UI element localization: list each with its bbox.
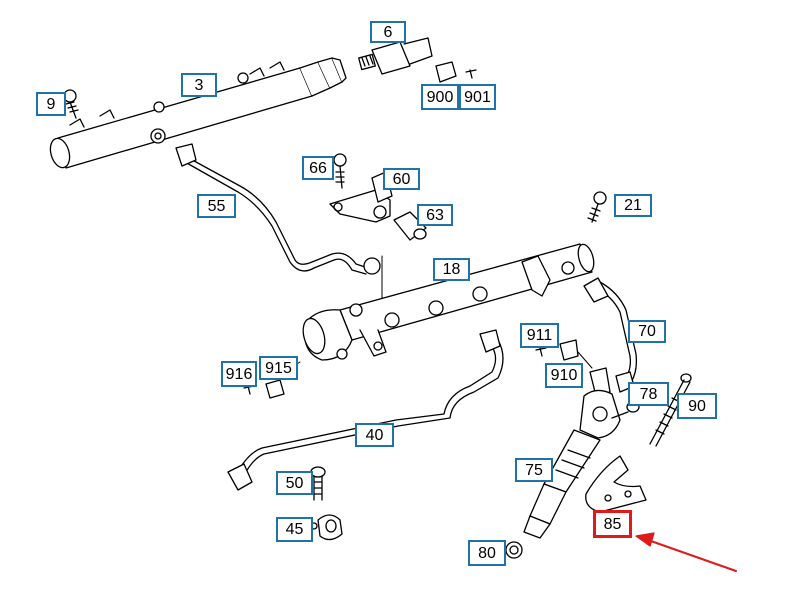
callout-21[interactable]: 21 [614,194,652,217]
fuel-line-55 [175,143,383,321]
callout-910[interactable]: 910 [545,363,583,388]
callout-85-highlighted[interactable]: 85 [593,510,632,538]
clamp-85 [585,455,647,513]
callout-78[interactable]: 78 [628,382,669,406]
bolt-50 [310,466,326,501]
callout-911[interactable]: 911 [520,323,559,348]
bracket-60 [329,171,393,223]
highlight-arrow [635,532,737,572]
bolt-90 [649,373,692,447]
seal-911-910 [535,339,593,369]
callout-70[interactable]: 70 [628,320,666,343]
callout-900[interactable]: 900 [421,84,459,110]
callout-3[interactable]: 3 [181,73,217,97]
callout-55[interactable]: 55 [197,194,236,218]
callout-6[interactable]: 6 [370,21,406,43]
washer-80 [505,541,523,559]
callout-60[interactable]: 60 [383,168,420,190]
pressure-sensor [358,37,433,75]
callout-75[interactable]: 75 [515,458,553,482]
injector-75 [523,367,629,539]
callout-40[interactable]: 40 [355,423,394,447]
callout-66[interactable]: 66 [302,156,334,180]
upper-fuel-rail [49,57,347,169]
fuel-line-40 [227,329,504,491]
callout-90[interactable]: 90 [677,393,717,419]
callout-18[interactable]: 18 [433,258,470,281]
seal-900-901 [435,61,477,83]
bolt-66 [333,153,347,189]
damper-63 [393,211,427,241]
callout-901[interactable]: 901 [459,84,496,110]
lower-fuel-rail [302,243,595,361]
callout-80[interactable]: 80 [468,540,506,566]
callout-50[interactable]: 50 [276,471,313,495]
callout-45[interactable]: 45 [276,517,313,542]
callout-915[interactable]: 915 [259,356,298,380]
callout-9[interactable]: 9 [36,92,66,116]
bolt-9 [63,89,79,119]
bolt-21 [587,191,607,223]
grommet-45 [310,514,343,541]
callout-916[interactable]: 916 [221,361,257,387]
callout-63[interactable]: 63 [417,204,453,226]
